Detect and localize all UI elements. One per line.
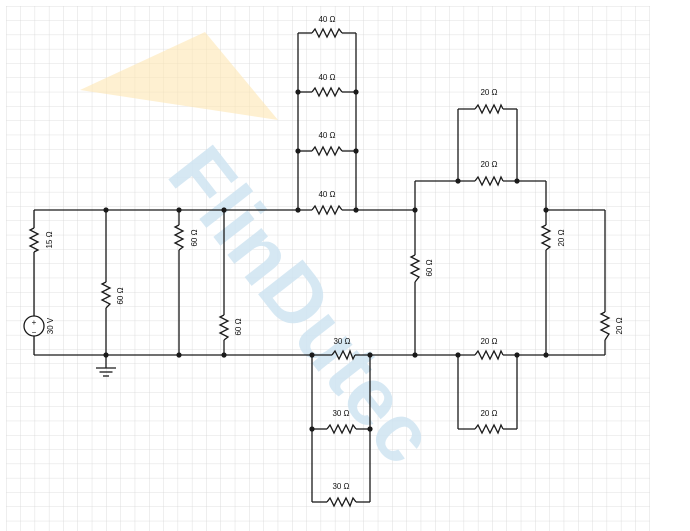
resistor-60-mid-label: 60 Ω	[425, 259, 434, 276]
resistor-40-1-label: 40 Ω	[318, 15, 335, 24]
source-label: 30 V	[46, 317, 55, 334]
resistor-30-1-label: 30 Ω	[333, 337, 350, 346]
resistor-60-a-label: 60 Ω	[116, 287, 125, 304]
junctions	[103, 89, 549, 432]
resistor-30-3: 30 Ω	[326, 482, 357, 508]
resistor-40-3: 40 Ω	[311, 131, 343, 157]
resistor-60-c: 60 Ω	[218, 314, 243, 341]
resistor-60-c-label: 60 Ω	[234, 318, 243, 335]
resistor-20-right-label: 20 Ω	[557, 229, 566, 246]
resistor-40-4: 40 Ω	[311, 190, 343, 216]
resistor-20-far-label: 20 Ω	[615, 317, 624, 334]
resistor-30-2: 30 Ω	[326, 409, 357, 435]
resistor-15: 15 Ω	[28, 227, 54, 253]
resistor-20-top2: 20 Ω	[474, 160, 504, 187]
resistor-40-4-label: 40 Ω	[318, 190, 335, 199]
resistor-20-far: 20 Ω	[599, 311, 624, 341]
resistor-30-2-label: 30 Ω	[332, 409, 349, 418]
resistor-20-bot1: 20 Ω	[474, 337, 504, 361]
resistor-20-bot1-label: 20 Ω	[480, 337, 497, 346]
resistor-20-right: 20 Ω	[540, 224, 566, 251]
watermark-logo	[80, 32, 278, 120]
resistor-30-3-label: 30 Ω	[332, 482, 349, 491]
voltage-source: + − 30 V	[23, 315, 55, 337]
resistor-60-b-label: 60 Ω	[190, 229, 199, 246]
resistor-60-mid: 60 Ω	[409, 254, 434, 283]
resistor-20-bot2-label: 20 Ω	[480, 409, 497, 418]
source-minus: −	[32, 328, 37, 337]
resistor-40-3-label: 40 Ω	[318, 131, 335, 140]
resistor-60-a: 60 Ω	[100, 281, 125, 309]
resistor-20-top1-label: 20 Ω	[480, 88, 497, 97]
resistor-30-1: 30 Ω	[331, 337, 356, 361]
resistor-40-1: 40 Ω	[311, 15, 343, 39]
resistor-20-bot2: 20 Ω	[474, 409, 504, 435]
resistor-60-b: 60 Ω	[173, 224, 199, 251]
resistor-40-2-label: 40 Ω	[318, 73, 335, 82]
source-plus: +	[32, 318, 37, 327]
ground-symbol	[96, 367, 116, 377]
resistor-15-label: 15 Ω	[45, 231, 54, 248]
resistor-20-top1: 20 Ω	[474, 88, 504, 115]
resistor-20-top2-label: 20 Ω	[480, 160, 497, 169]
resistor-40-2: 40 Ω	[311, 73, 343, 98]
